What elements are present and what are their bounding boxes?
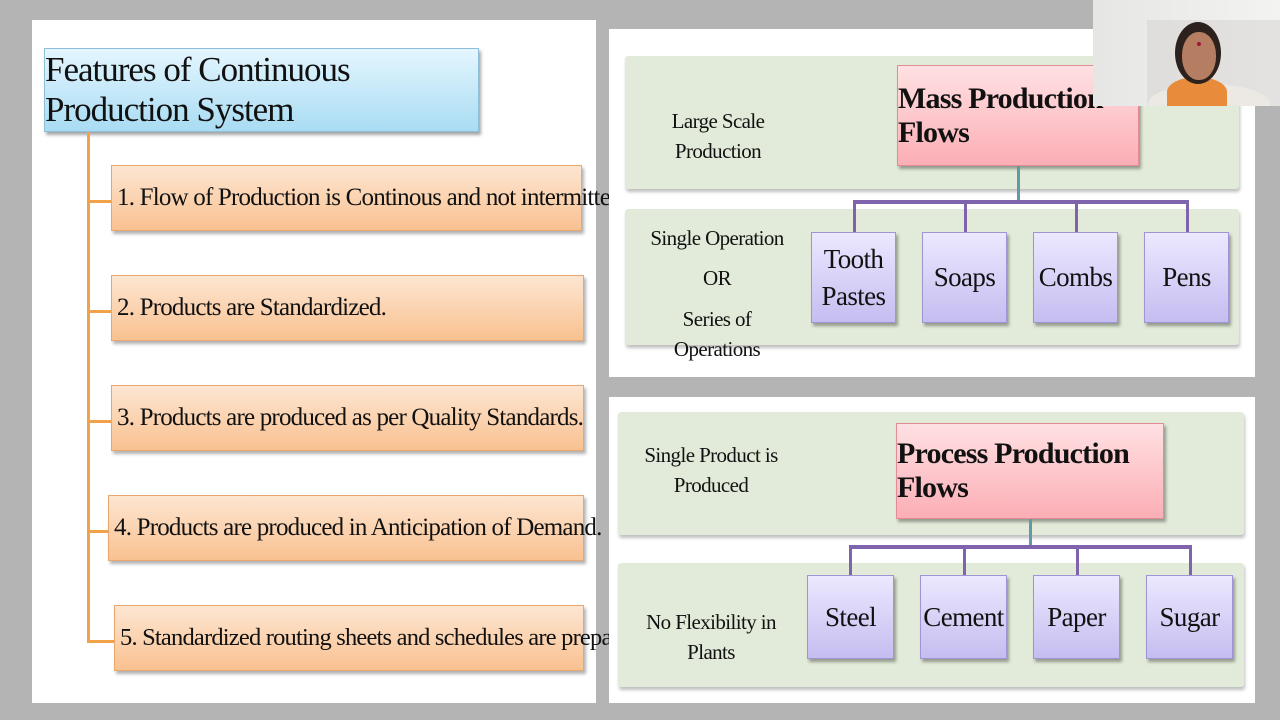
feature-item-1: 1. Flow of Production is Continous and n… [111,165,634,231]
leaf-tooth-pastes-line1: Tooth [823,244,884,275]
connector-branch [1186,202,1189,232]
process-production-panel: Single Product is Produced No Flexibilit… [609,397,1255,703]
process-production-flows-box: Process Production Flows [896,423,1164,519]
mass-production-flows-box: Mass Production Flows [897,65,1139,166]
presenter-webcam [1093,0,1280,106]
connector-branch [849,547,852,575]
connector-branch [1189,547,1192,575]
connector-tick [87,310,112,313]
connector-tick [87,200,112,203]
features-title: Features of Continuous Production System [44,48,479,132]
presenter-bindi [1197,42,1201,46]
connector-branch [1075,202,1078,232]
leaf-soaps: Soaps [922,232,1007,323]
label-operations-line1: Single Operation [650,226,784,250]
leaf-cement: Cement [920,575,1007,659]
features-connector-spine [87,132,90,642]
connector-branch [1076,547,1079,575]
connector-branch [853,202,856,232]
connector-tick [87,420,112,423]
connector-trunk [1029,519,1032,547]
features-panel: Features of Continuous Production System… [32,20,647,703]
label-single-product-line2: Produced [673,473,749,498]
leaf-tooth-pastes-line2: Pastes [821,280,887,311]
feature-item-5: 5. Standardized routing sheets and sched… [114,605,647,671]
connector-trunk [1017,166,1020,202]
feature-item-2: 2. Products are Standardized. [111,275,584,341]
label-no-flexibility: No Flexibility in Plants [646,610,776,665]
connector-branch-bar [849,545,1192,549]
label-operations: Single Operation OR Series of Operations [643,223,791,365]
label-single-product: Single Product is Produced [641,440,781,501]
label-operations-line2: OR [703,266,732,291]
label-large-scale-production: Large Scale Production [671,109,765,164]
leaf-sugar: Sugar [1146,575,1233,659]
connector-branch [964,202,967,232]
label-single-product-line1: Single Product is [644,443,778,467]
leaf-pens: Pens [1144,232,1229,323]
connector-tick [87,530,109,533]
connector-branch [963,547,966,575]
leaf-steel: Steel [807,575,894,659]
feature-item-4: 4. Products are produced in Anticipation… [108,495,602,561]
leaf-combs: Combs [1033,232,1118,323]
connector-tick [87,640,115,643]
connector-branch-bar [853,200,1189,204]
presenter-face [1182,32,1216,80]
leaf-paper: Paper [1033,575,1120,659]
feature-item-3: 3. Products are produced as per Quality … [111,385,584,451]
label-operations-line3: Series of Operations [673,306,761,362]
